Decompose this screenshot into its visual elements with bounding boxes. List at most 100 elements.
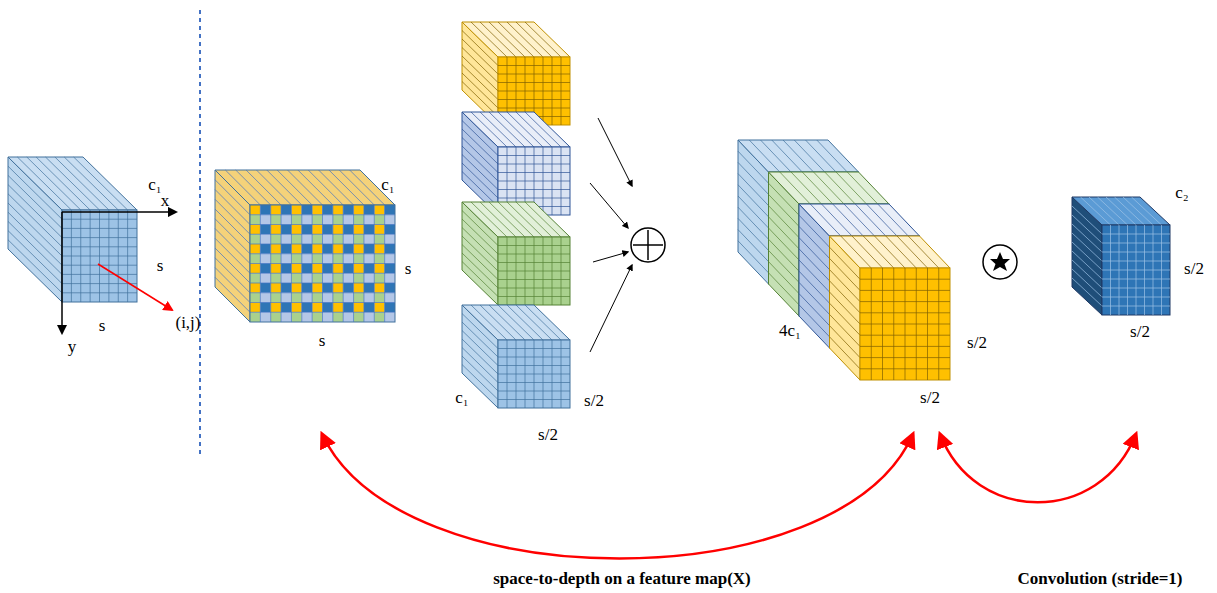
cube-grid <box>1072 251 1102 279</box>
cube-cell <box>271 225 281 235</box>
cube-cell <box>323 215 333 225</box>
cube-face <box>830 236 951 268</box>
cube-cell <box>374 205 384 215</box>
cube-grid <box>215 229 250 264</box>
cube-cell <box>281 254 291 264</box>
cube-grid <box>236 170 271 205</box>
dimension-label: c₁ <box>148 176 161 193</box>
cube-grid <box>62 256 137 257</box>
cube-grid <box>471 202 507 237</box>
cube-face <box>462 22 570 57</box>
cube-grid <box>250 292 395 293</box>
cube-grid <box>62 274 137 275</box>
cube-grid <box>830 337 861 369</box>
cube-grid <box>860 279 950 280</box>
cube-grid <box>863 236 894 268</box>
cube-cell <box>260 293 270 303</box>
cube-grid <box>498 189 570 190</box>
cube-face <box>738 140 859 172</box>
cube-grid <box>250 244 395 245</box>
cube-cell <box>333 283 343 293</box>
cube-grid <box>498 108 570 109</box>
cube-grid <box>462 73 498 108</box>
cube-cell <box>343 273 353 283</box>
cube-grid <box>215 277 250 312</box>
cube-cell <box>281 264 291 274</box>
cube-grid <box>246 170 281 205</box>
cube-cell <box>260 244 270 254</box>
cube-cell <box>354 215 364 225</box>
cube-grid <box>836 172 867 204</box>
dimension-label: c₂ <box>1175 184 1188 201</box>
cube-grid <box>498 82 570 83</box>
cube-cell <box>271 293 281 303</box>
cube-cell <box>364 283 374 293</box>
cube-grid <box>498 399 570 400</box>
dimension-label: y <box>68 338 77 355</box>
dimension-label: c₁ <box>455 389 468 406</box>
cube-cell <box>374 283 384 293</box>
cube-cell <box>271 254 281 264</box>
cube-grid <box>860 324 950 325</box>
cube-face <box>860 268 950 380</box>
cube-cell <box>281 225 291 235</box>
cube-cell <box>250 264 260 274</box>
cube-grid <box>462 245 498 280</box>
cube-grid <box>462 129 498 164</box>
cube-grid <box>250 224 395 225</box>
merge-arrow <box>598 118 632 186</box>
cube-face <box>498 237 570 305</box>
cube-grid <box>256 170 291 205</box>
cube-cell <box>364 225 374 235</box>
overlay-group <box>62 118 1136 559</box>
cube-grid <box>215 219 250 254</box>
cube-face <box>462 202 570 237</box>
cube-grid <box>1102 234 1170 235</box>
cube-grid <box>847 172 878 204</box>
cube-cell <box>260 264 270 274</box>
cube-grid <box>250 273 395 274</box>
dimension-label: s <box>405 260 412 277</box>
cube-grid <box>507 22 543 57</box>
cube-cell <box>271 312 281 322</box>
dimension-label: s/2 <box>920 389 940 406</box>
cube-cell <box>385 244 395 254</box>
cube-cell <box>323 205 333 215</box>
cube-grid <box>825 172 856 204</box>
cube-cell <box>302 215 312 225</box>
cube-grid <box>794 140 825 172</box>
cube-grid <box>471 112 507 147</box>
cube-cell <box>374 303 384 313</box>
cube-cell <box>271 215 281 225</box>
cube-grid <box>525 202 561 237</box>
cube-cell <box>354 264 364 274</box>
cube-grid <box>329 170 364 205</box>
cube-cell <box>271 234 281 244</box>
cube-face <box>462 305 570 340</box>
cube-grid <box>462 155 498 190</box>
cube-grid <box>841 236 872 268</box>
cube-grid <box>498 348 570 349</box>
cube-grid <box>498 374 570 375</box>
cube-grid <box>489 112 525 147</box>
cube-grid <box>462 121 498 156</box>
cube-cell <box>333 293 343 303</box>
cube-cell <box>364 205 374 215</box>
cube-cell <box>291 254 301 264</box>
cube-grid <box>1115 197 1145 225</box>
cube-grid <box>471 305 507 340</box>
cube-grid <box>250 234 395 235</box>
cube-face <box>498 340 570 408</box>
cube-grid <box>1072 269 1102 297</box>
cube-cell <box>281 293 291 303</box>
cube-face <box>250 205 395 322</box>
cube-cell <box>374 225 384 235</box>
cube-cell <box>250 234 260 244</box>
cube-cell <box>323 244 333 254</box>
cube-cell <box>302 244 312 254</box>
cube-cell <box>364 312 374 322</box>
cube-grid <box>480 112 516 147</box>
cube-grid <box>525 22 561 57</box>
cube-cell <box>374 254 384 264</box>
